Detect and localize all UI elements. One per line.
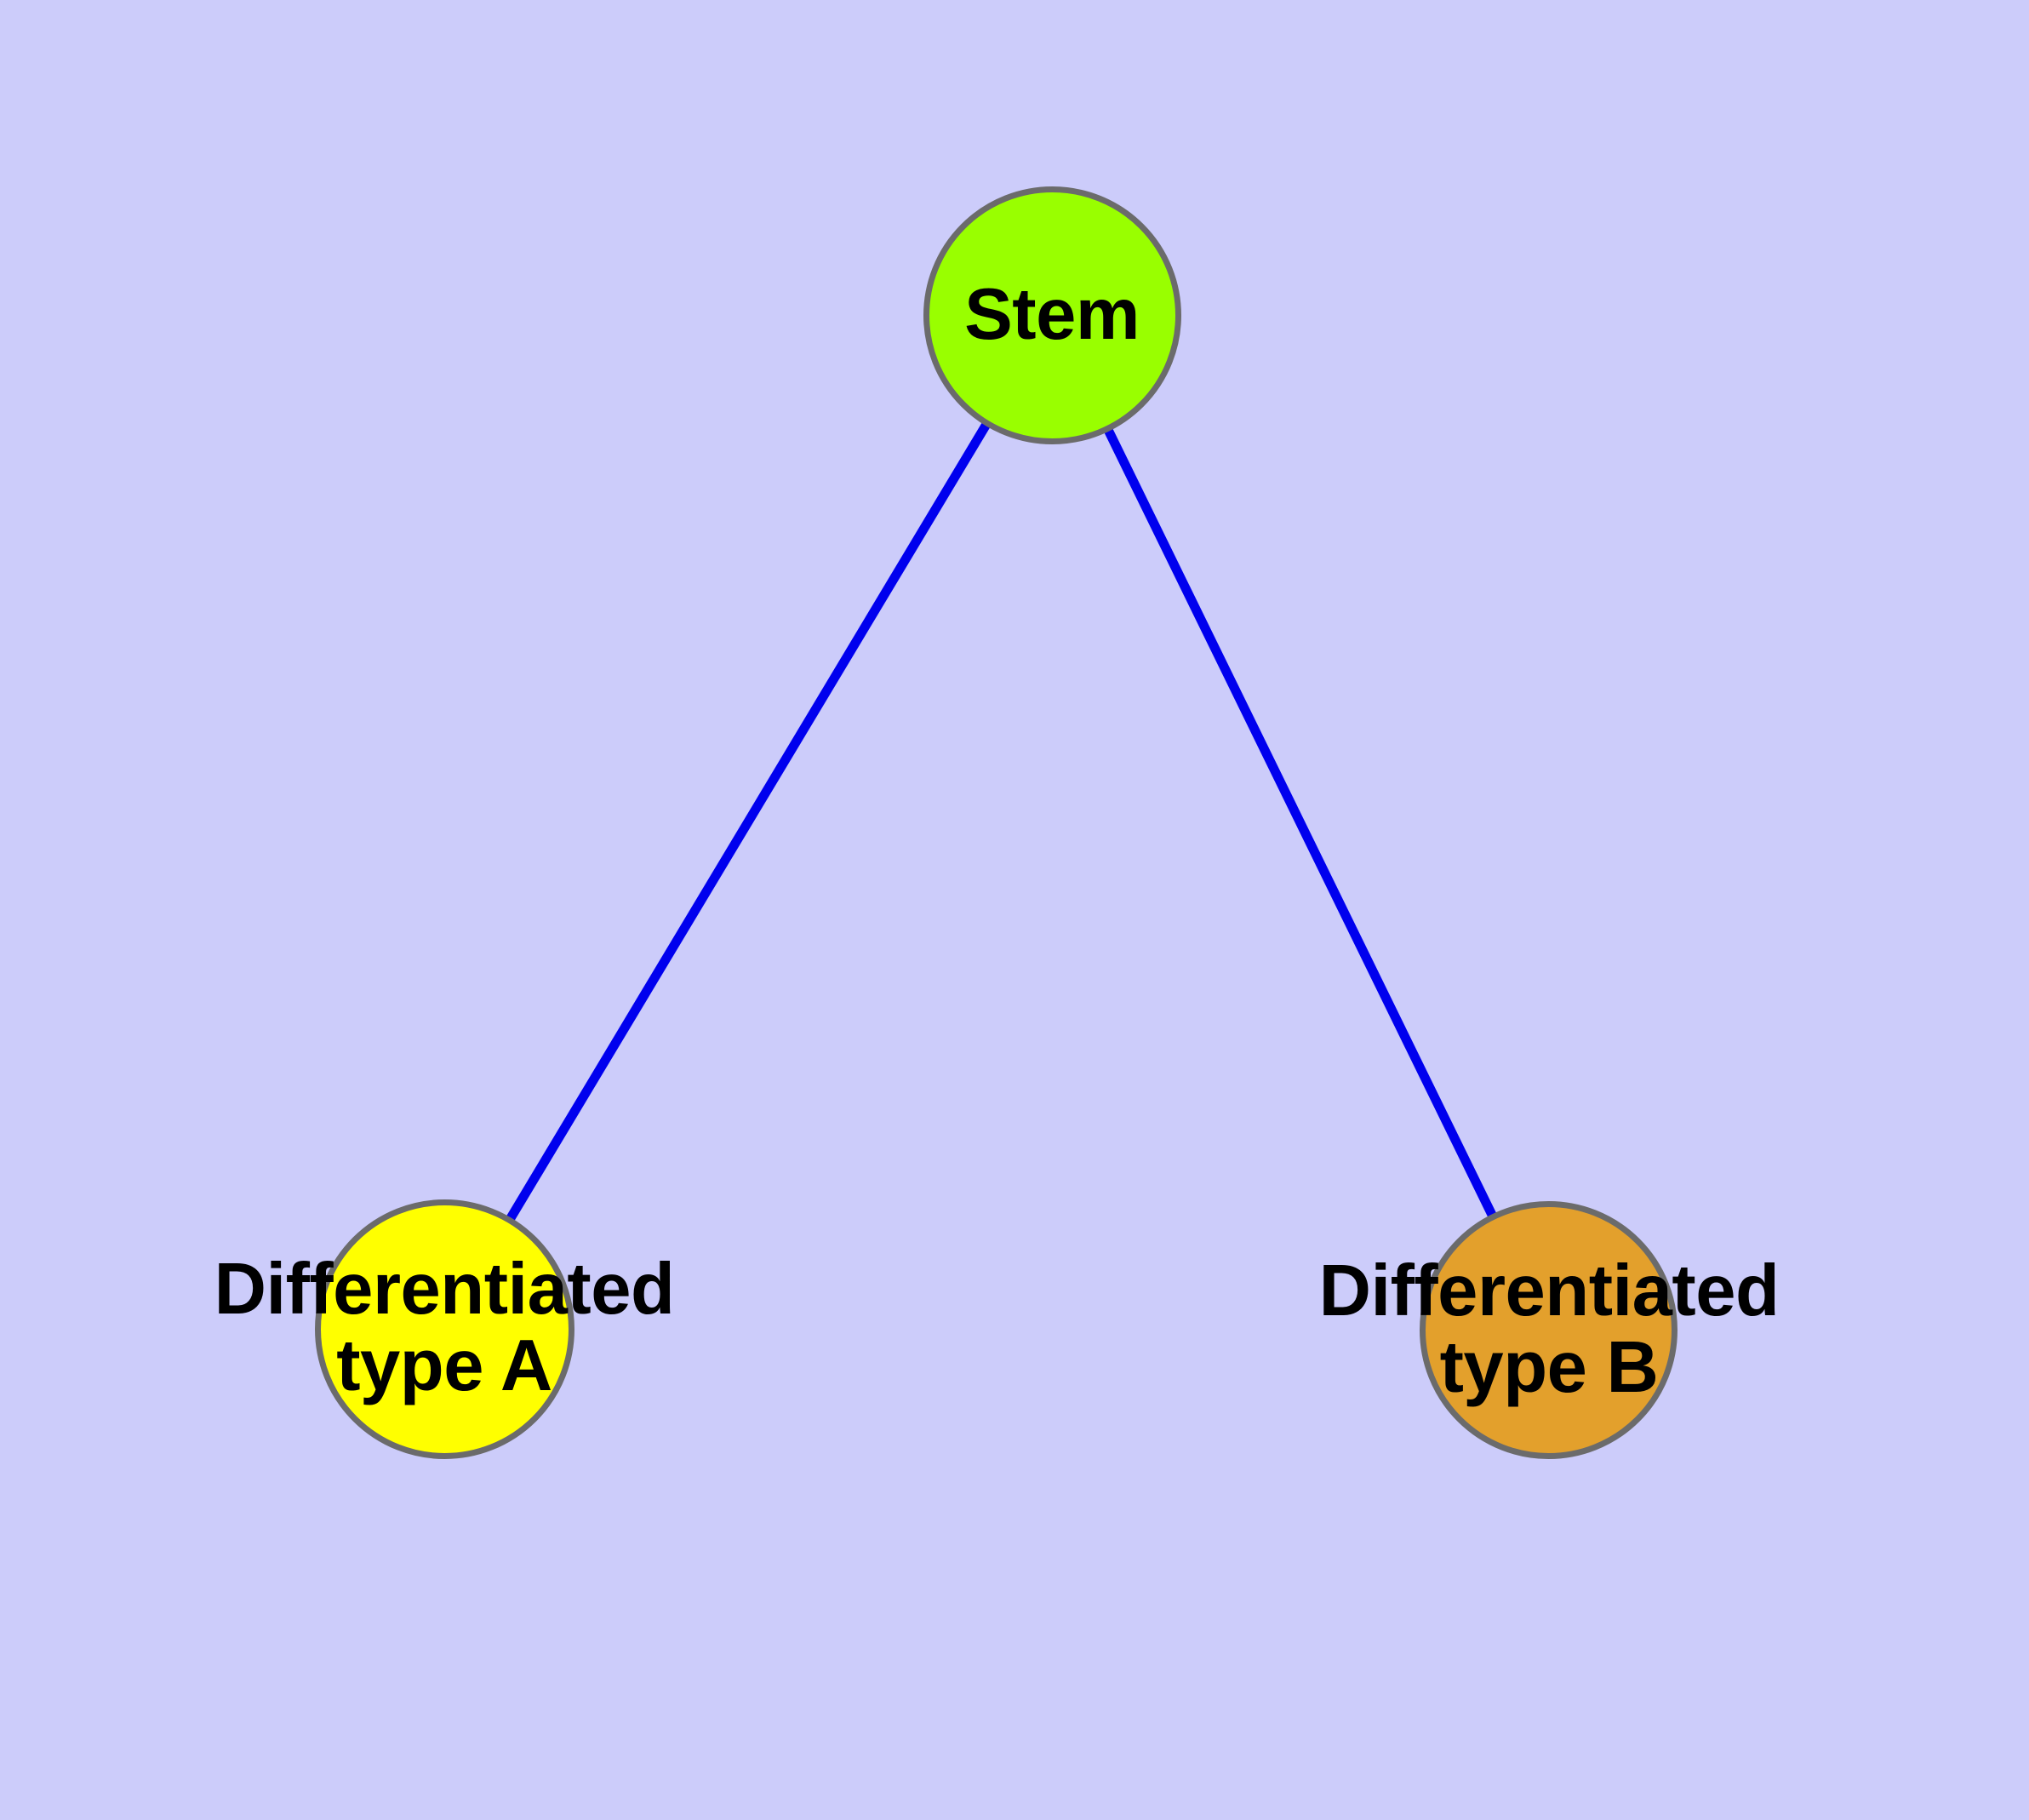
- node-differentiated-type-a[interactable]: [315, 1199, 574, 1459]
- node-stem[interactable]: [923, 186, 1181, 444]
- edge-stem-to-diff-b: [1048, 312, 1552, 1332]
- node-differentiated-type-b[interactable]: [1420, 1201, 1677, 1459]
- edge-stem-to-diff-a: [440, 312, 1056, 1331]
